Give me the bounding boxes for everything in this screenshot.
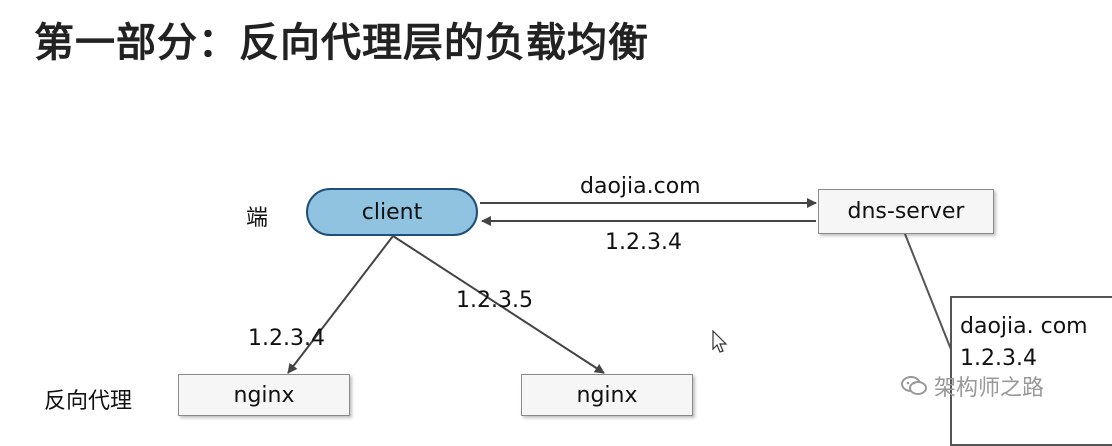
dns-note-box [950,296,1112,446]
client-side-label: 端 [246,206,269,231]
watermark: 架构师之路 [900,370,1044,402]
nginx-node-2: nginx [521,374,693,416]
page-title: 第一部分：反向代理层的负载均衡 [34,20,649,66]
connector-dns-to-note [904,233,953,353]
reverse-proxy-label: 反向代理 [44,389,133,414]
arrow-client-to-nginx-1 [287,235,394,374]
wechat-icon [901,376,927,395]
watermark-text: 架构师之路 [934,376,1045,401]
edge-label-nginx-2: 1.2.3.5 [456,288,533,313]
client-node: client [306,188,478,236]
dns-note-line-1: daojia. com [960,314,1088,339]
dns-note-line-2: 1.2.3.4 [960,346,1037,371]
edge-label-nginx-1: 1.2.3.4 [248,326,325,351]
edge-label-query: daojia.com [580,174,701,199]
edge-label-dns-reply: 1.2.3.4 [605,230,682,255]
dns-server-node: dns-server [818,189,994,234]
nginx-node-1: nginx [178,374,350,416]
arrow-client-to-nginx-2 [392,235,605,374]
mouse-cursor-icon [712,330,728,353]
